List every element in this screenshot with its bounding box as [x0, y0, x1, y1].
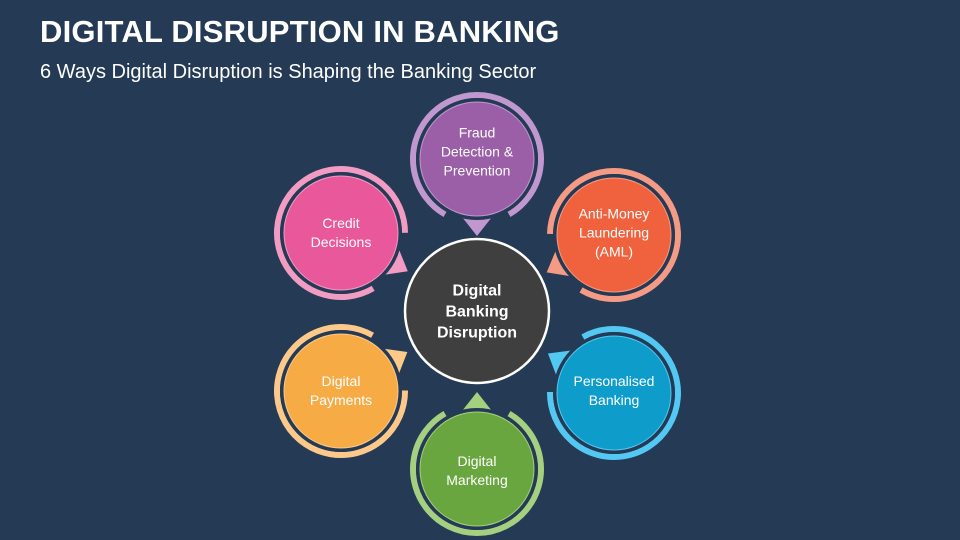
arrow-head-icon	[462, 392, 492, 411]
node-aml	[546, 168, 681, 302]
node-circle	[283, 333, 399, 449]
node-payments	[274, 324, 408, 458]
node-fraud	[410, 92, 544, 236]
node-circle	[556, 177, 672, 293]
node-circle	[556, 335, 672, 451]
slide-title: DIGITAL DISRUPTION IN BANKING	[40, 14, 560, 49]
node-label-fraud: Fraud Detection & Prevention	[440, 124, 514, 179]
ring-arc	[547, 326, 681, 460]
node-label-aml: Anti-Money Laundering (AML)	[578, 205, 650, 260]
satellite-layer	[274, 92, 681, 536]
slide-subtitle: 6 Ways Digital Disruption is Shaping the…	[40, 61, 537, 83]
node-circle	[419, 101, 535, 217]
node-circle	[419, 411, 535, 527]
node-marketing	[410, 392, 544, 536]
ring-arc	[410, 92, 544, 218]
node-label-payments: Digital Payments	[309, 373, 373, 408]
ring-arc	[274, 166, 408, 300]
ring-arc	[410, 410, 544, 536]
arrow-head-icon	[462, 217, 492, 236]
node-circle	[283, 175, 399, 291]
ring-arc	[274, 324, 408, 458]
node-personalised	[547, 326, 681, 460]
center-hub-circle	[403, 237, 551, 385]
node-label-personalised: Personalised Banking	[573, 373, 655, 408]
ring-arc	[547, 168, 681, 302]
node-credit	[274, 166, 408, 300]
node-label-marketing: Digital Marketing	[446, 453, 508, 488]
node-label-credit: Credit Decisions	[310, 215, 372, 250]
center-hub-label: Digital Banking Disruption	[437, 282, 517, 342]
